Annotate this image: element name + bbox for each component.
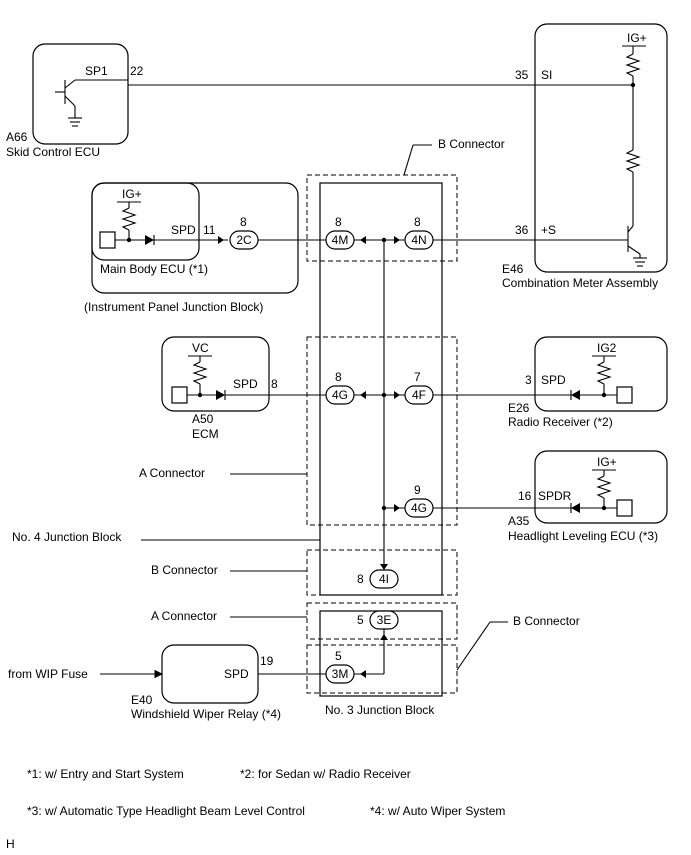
skid-terminal: SP1 — [85, 64, 108, 78]
conn-4n-pin: 8 — [414, 215, 421, 229]
conn-2c: 2C — [236, 233, 252, 247]
radio-receiver: IG2 3 SPD E26 Radio Receiver (*2) — [433, 336, 668, 429]
skid-pin: 22 — [130, 64, 144, 78]
conn-2c-pin: 8 — [240, 215, 247, 229]
footnotes: *1: w/ Entry and Start System *2: for Se… — [6, 767, 505, 851]
corner-mark: H — [6, 837, 15, 851]
meter-s-terminal: +S — [541, 223, 556, 237]
b-connector-top-label: B Connector — [438, 137, 505, 151]
jb4-label: No. 4 Junction Block — [12, 530, 122, 544]
conn-3e-pin: 5 — [357, 613, 364, 627]
jb3-a-connector-label: A Connector — [151, 609, 217, 623]
radio-power: IG2 — [597, 341, 617, 355]
note-1: *1: w/ Entry and Start System — [27, 767, 184, 781]
ecm-power: VC — [192, 341, 209, 355]
note-2: *2: for Sedan w/ Radio Receiver — [240, 767, 411, 781]
skid-name: Skid Control ECU — [6, 145, 100, 159]
main-body-pin: 11 — [203, 223, 216, 237]
jb3-b-connector-label: B Connector — [513, 614, 580, 628]
jb3-label: No. 3 Junction Block — [325, 703, 435, 717]
conn-4m: 4M — [332, 233, 349, 247]
conn-4f: 4F — [412, 388, 426, 402]
headlight-id: A35 — [508, 514, 530, 528]
ecm-name: ECM — [192, 427, 219, 441]
meter-power: IG+ — [627, 31, 647, 45]
ipjb-name: (Instrument Panel Junction Block) — [84, 300, 263, 314]
main-body-terminal: SPD — [171, 223, 196, 237]
windshield-wiper-relay: from WIP Fuse SPD 19 E40 Windshield Wipe… — [8, 644, 326, 721]
junction-block-4: B Connector A Connector No. 4 Junction B… — [12, 137, 505, 596]
note-4: *4: w/ Auto Wiper System — [370, 804, 505, 818]
meter-si-terminal: SI — [541, 68, 552, 82]
headlight-leveling-ecu: IG+ 16 SPDR A35 Headlight Leveling ECU (… — [433, 450, 668, 543]
wiper-name: Windshield Wiper Relay (*4) — [131, 707, 281, 721]
meter-id: E46 — [502, 262, 524, 276]
conn-4n: 4N — [411, 233, 426, 247]
meter-name: Combination Meter Assembly — [502, 276, 658, 290]
skid-id: A66 — [6, 130, 28, 144]
headlight-name: Headlight Leveling ECU (*3) — [508, 529, 658, 543]
b-connector-bottom-label: B Connector — [151, 563, 218, 577]
conn-3m: 3M — [332, 667, 349, 681]
wiper-terminal: SPD — [224, 667, 249, 681]
note-3: *3: w/ Automatic Type Headlight Beam Lev… — [27, 804, 305, 818]
wiper-pin: 19 — [260, 654, 274, 668]
headlight-terminal: SPDR — [538, 489, 572, 503]
conn-4m-pin: 8 — [335, 215, 342, 229]
wip-fuse-label: from WIP Fuse — [8, 667, 88, 681]
radio-id: E26 — [508, 401, 530, 415]
main-body-power: IG+ — [122, 187, 142, 201]
main-body-ecu: IG+ SPD 11 2C 8 Main Body ECU (*1) (Inst… — [84, 182, 326, 314]
ecm: VC SPD 8 A50 ECM — [161, 336, 326, 441]
junction-block-3: A Connector B Connector No. 3 Junction B… — [151, 602, 580, 717]
headlight-power: IG+ — [597, 455, 617, 469]
ecm-id: A50 — [192, 412, 214, 426]
a-connector-label: A Connector — [139, 466, 205, 480]
conn-4g-left: 4G — [332, 388, 348, 402]
skid-control-ecu: SP1 22 A66 Skid Control ECU — [6, 43, 144, 159]
conn-4i: 4I — [379, 572, 389, 586]
radio-name: Radio Receiver (*2) — [508, 415, 613, 429]
conn-4g-right: 4G — [411, 501, 427, 515]
headlight-pin: 16 — [518, 489, 532, 503]
conn-3e: 3E — [377, 613, 392, 627]
radio-pin: 3 — [525, 373, 532, 387]
main-body-name: Main Body ECU (*1) — [100, 262, 208, 276]
combination-meter-assembly: IG+ 35 SI 36 +S E46 Combination Meter As… — [502, 23, 668, 290]
meter-si-pin: 35 — [515, 68, 529, 82]
conn-4g-left-pin: 8 — [335, 370, 342, 384]
conn-3m-pin: 5 — [335, 649, 342, 663]
conn-4i-pin: 8 — [357, 572, 364, 586]
ecm-terminal: SPD — [233, 377, 258, 391]
conn-4f-pin: 7 — [414, 370, 421, 384]
wiper-id: E40 — [131, 693, 153, 707]
radio-terminal: SPD — [541, 373, 566, 387]
meter-s-pin: 36 — [515, 223, 529, 237]
conn-4g-right-pin: 9 — [414, 483, 421, 497]
ecm-pin: 8 — [271, 377, 278, 391]
